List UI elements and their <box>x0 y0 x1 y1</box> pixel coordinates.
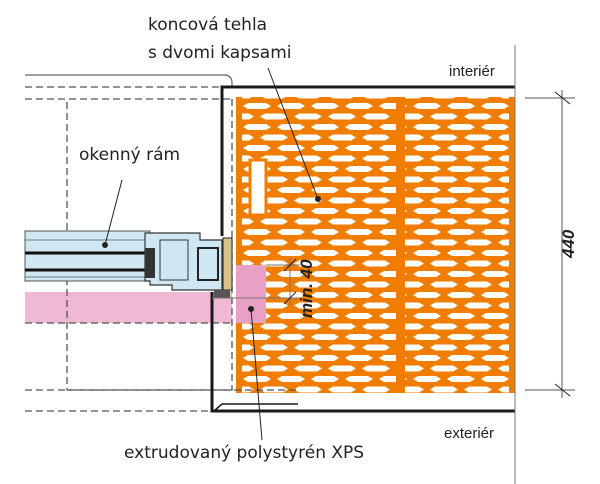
exterior-label: exteriér <box>444 425 494 442</box>
wall-thickness-label: 440 <box>559 229 578 259</box>
leader-lines <box>102 67 321 441</box>
end-brick-label-line2: s dvomi kapsami <box>148 43 292 63</box>
end-brick <box>236 97 515 393</box>
min-overlap-label: min. 40 <box>297 259 316 318</box>
window-frame-label: okenný rám <box>79 145 180 165</box>
wall-lines <box>210 45 516 484</box>
xps-label: extrudovaný polystyrén XPS <box>124 443 364 463</box>
window-frame <box>24 230 233 298</box>
min-overlap-dimension <box>212 258 300 305</box>
wall-thickness-dimension <box>525 90 575 398</box>
xps-insulation <box>25 265 266 323</box>
end-brick-label-line1: koncová tehla <box>148 15 267 35</box>
brick-pocket <box>248 158 268 217</box>
sill-outline <box>25 74 233 87</box>
interior-label: interiér <box>449 63 495 80</box>
